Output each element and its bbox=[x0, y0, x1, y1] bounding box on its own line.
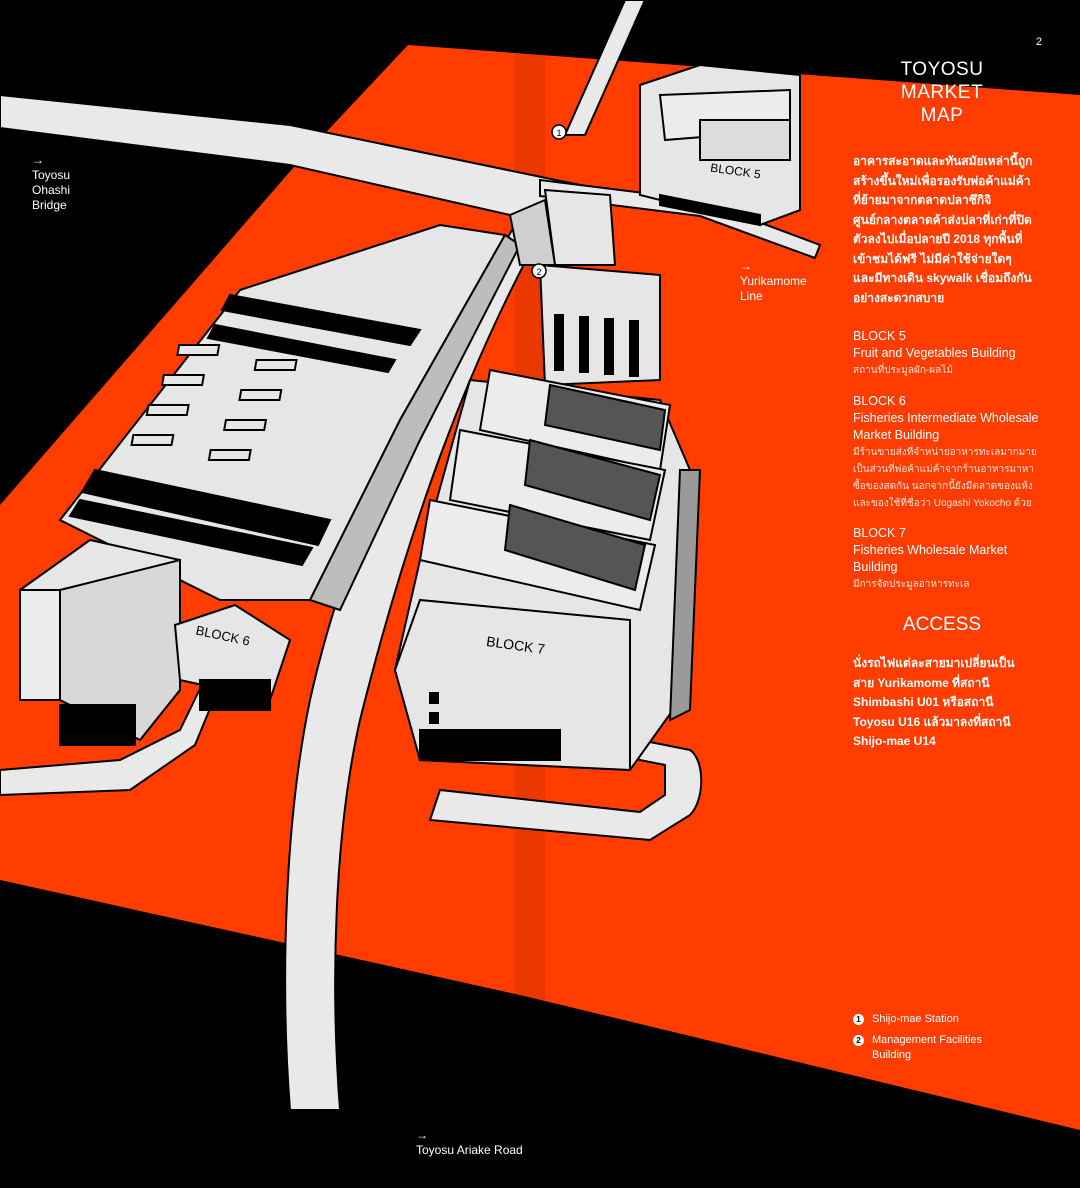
block7-building bbox=[393, 368, 702, 772]
marker-shijo-mae-station: 1 bbox=[551, 124, 567, 140]
north-road bbox=[563, 0, 647, 136]
block5-title: Fruit and Vegetables Building bbox=[853, 346, 1016, 360]
road-label: → Toyosu Ariake Road bbox=[416, 1128, 576, 1158]
arrow-icon: → bbox=[740, 259, 752, 273]
bridge-label-text: Toyosu Ohashi Bridge bbox=[32, 168, 71, 212]
legend-item-2: 2 Management Facilities Building bbox=[853, 1033, 993, 1063]
block7-desc: มีการจัดประมูลอาหารทะเล bbox=[853, 579, 970, 590]
block5-desc: สถานที่ประมูลผัก-ผลไม้ bbox=[853, 365, 953, 376]
legend-item-1: 1 Shijo-mae Station bbox=[853, 1012, 959, 1027]
title-line-1: TOYOSU bbox=[900, 59, 984, 80]
legend-text-2: Management Facilities Building bbox=[872, 1034, 983, 1061]
block6-info: BLOCK 6 Fisheries Intermediate Wholesale… bbox=[853, 393, 1043, 512]
arrow-icon: → bbox=[416, 1128, 428, 1142]
marker-2-text: 2 bbox=[536, 267, 541, 277]
page-title: TOYOSU MARKET MAP bbox=[862, 58, 1022, 127]
intro-text: อาคารสะอาดและทันสมัยเหล่านี้ถูกสร้างขึ้น… bbox=[853, 154, 1033, 305]
block5-building bbox=[639, 63, 801, 227]
marker-1-text: 1 bbox=[556, 128, 561, 138]
road-label-text: Toyosu Ariake Road bbox=[416, 1143, 523, 1157]
marker-management-building: 2 bbox=[531, 263, 547, 279]
page-number: 2 bbox=[1035, 36, 1042, 48]
block7-loop-road bbox=[428, 738, 703, 842]
access-text: นั่งรถไฟแต่ละสายมาเปลี่ยนเป็นสาย Yurikam… bbox=[853, 656, 1015, 748]
title-line-3: MAP bbox=[920, 105, 964, 126]
block6-building bbox=[19, 223, 522, 746]
legend-text-1: Shijo-mae Station bbox=[872, 1013, 959, 1025]
title-line-2: MARKET bbox=[900, 82, 984, 103]
block7-name: BLOCK 7 bbox=[853, 526, 906, 540]
yurikamome-label-text: Yurikamome Line bbox=[740, 274, 807, 303]
yurikamome-label: → Yurikamome Line bbox=[740, 259, 825, 304]
block6-title: Fisheries Intermediate Wholesale Market … bbox=[853, 411, 1039, 442]
arrow-icon: → bbox=[32, 153, 44, 167]
bridge-label: → Toyosu Ohashi Bridge bbox=[32, 153, 92, 213]
block5-info: BLOCK 5 Fruit and Vegetables Building สถ… bbox=[853, 328, 1043, 379]
block6-desc: มีร้านขายส่งที่จำหน่ายอาหารทะเลมากมาย เป… bbox=[853, 447, 1037, 509]
block6-name: BLOCK 6 bbox=[853, 394, 906, 408]
legend-marker-2: 2 bbox=[853, 1035, 864, 1046]
legend-marker-1: 1 bbox=[853, 1014, 864, 1025]
block7-title: Fisheries Wholesale Market Building bbox=[853, 543, 1008, 574]
block5-name: BLOCK 5 bbox=[853, 329, 906, 343]
access-heading: ACCESS bbox=[902, 614, 982, 635]
central-connector bbox=[508, 188, 661, 387]
block7-info: BLOCK 7 Fisheries Wholesale Market Build… bbox=[853, 525, 1043, 593]
